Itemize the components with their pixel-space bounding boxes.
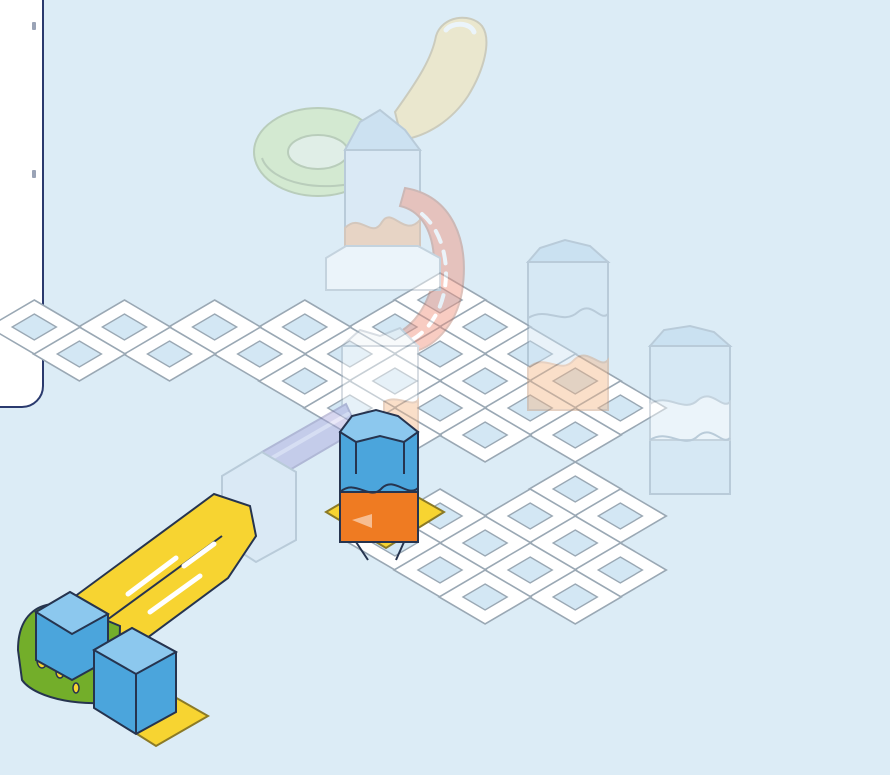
- previous-step-parts: [222, 18, 730, 562]
- blue-connector-piece: [94, 628, 176, 734]
- funnel-hole: [288, 135, 348, 169]
- blue-tower-piece: [340, 410, 418, 493]
- current-step-parts: [18, 410, 444, 746]
- tower-piece: [650, 326, 730, 494]
- tower-base: [326, 246, 440, 290]
- tower-piece: [528, 240, 608, 410]
- spiral-chute: [395, 18, 486, 140]
